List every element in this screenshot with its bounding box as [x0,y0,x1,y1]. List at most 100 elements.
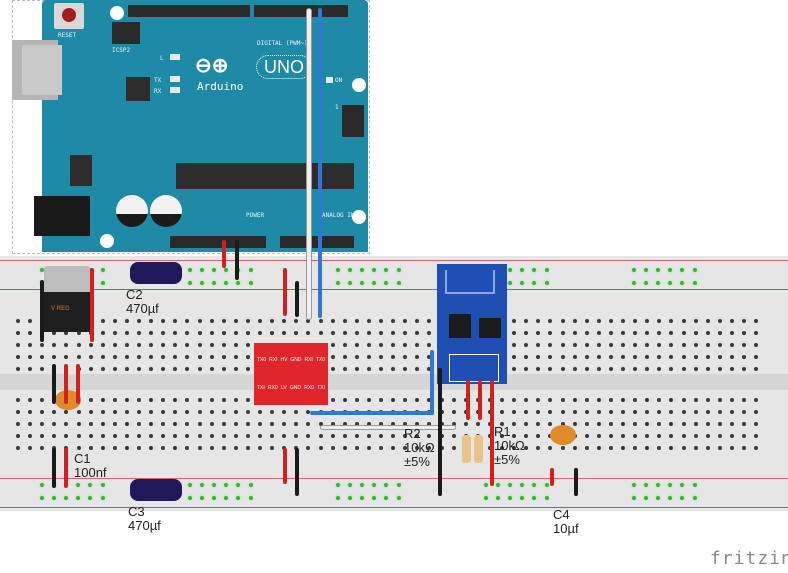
breadboard-hole[interactable] [645,446,650,450]
esp8266-module[interactable] [437,264,507,384]
breadboard-hole[interactable] [100,434,105,438]
breadboard-hole[interactable] [621,355,625,359]
breadboard-hole[interactable] [16,367,20,371]
breadboard-hole[interactable] [348,281,353,285]
breadboard-hole[interactable] [633,446,638,450]
breadboard-hole[interactable] [52,331,57,335]
wire-blue-esp-rx-v[interactable] [430,350,434,415]
breadboard-hole[interactable] [112,343,117,347]
wire-red-5v[interactable] [222,240,226,268]
reset-button[interactable] [54,3,84,29]
breadboard-hole[interactable] [633,319,638,323]
breadboard-hole[interactable] [88,355,93,359]
breadboard-hole[interactable] [524,367,529,371]
breadboard-hole[interactable] [608,398,613,402]
breadboard-hole[interactable] [693,446,698,450]
capacitor-c3[interactable] [130,479,182,501]
breadboard-hole[interactable] [669,343,674,347]
breadboard-hole[interactable] [360,281,365,285]
breadboard-hole[interactable] [16,398,20,402]
breadboard-hole[interactable] [512,355,517,359]
breadboard-hole[interactable] [76,355,81,359]
breadboard-hole[interactable] [584,355,589,359]
breadboard-hole[interactable] [233,434,238,438]
breadboard-hole[interactable] [149,367,154,371]
breadboard-hole[interactable] [536,446,541,450]
breadboard-hole[interactable] [524,343,529,347]
wire-blue-esp-rx[interactable] [310,411,434,415]
breadboard-hole[interactable] [16,343,20,347]
breadboard-hole[interactable] [532,281,537,285]
breadboard-hole[interactable] [584,367,589,371]
breadboard-hole[interactable] [596,319,601,323]
breadboard-hole[interactable] [185,434,190,438]
breadboard-hole[interactable] [137,367,141,371]
breadboard-hole[interactable] [137,355,141,359]
breadboard-hole[interactable] [40,268,44,272]
breadboard-hole[interactable] [379,446,383,450]
breadboard-hole[interactable] [403,367,408,371]
breadboard-hole[interactable] [40,483,44,487]
breadboard-hole[interactable] [197,422,202,426]
breadboard-hole[interactable] [403,343,408,347]
breadboard-hole[interactable] [729,343,734,347]
breadboard-hole[interactable] [330,355,335,359]
breadboard-hole[interactable] [572,331,577,335]
breadboard-hole[interactable] [657,367,662,371]
breadboard-hole[interactable] [330,398,335,402]
breadboard-hole[interactable] [693,331,698,335]
breadboard-hole[interactable] [224,281,229,285]
breadboard-hole[interactable] [342,367,347,371]
breadboard-hole[interactable] [754,355,759,359]
breadboard-hole[interactable] [608,446,613,450]
breadboard-hole[interactable] [705,331,710,335]
breadboard-hole[interactable] [137,331,141,335]
breadboard-hole[interactable] [64,434,69,438]
breadboard-hole[interactable] [500,398,504,402]
breadboard-hole[interactable] [100,483,105,487]
breadboard-hole[interactable] [717,343,722,347]
breadboard-hole[interactable] [258,446,262,450]
breadboard-hole[interactable] [366,446,371,450]
breadboard-hole[interactable] [100,268,105,272]
breadboard-hole[interactable] [754,319,759,323]
breadboard-hole[interactable] [112,446,117,450]
breadboard-hole[interactable] [209,319,214,323]
breadboard-hole[interactable] [88,422,93,426]
breadboard-hole[interactable] [536,367,541,371]
breadboard-hole[interactable] [354,319,359,323]
breadboard-hole[interactable] [391,331,396,335]
breadboard-hole[interactable] [318,446,323,450]
breadboard-hole[interactable] [52,410,57,414]
breadboard-hole[interactable] [372,483,377,487]
breadboard-hole[interactable] [717,410,722,414]
breadboard-hole[interactable] [64,343,69,347]
breadboard-hole[interactable] [548,398,553,402]
breadboard-hole[interactable] [354,343,359,347]
breadboard-hole[interactable] [330,446,335,450]
breadboard-hole[interactable] [16,434,20,438]
breadboard-hole[interactable] [40,398,45,402]
breadboard-hole[interactable] [524,422,529,426]
breadboard-hole[interactable] [548,410,553,414]
breadboard-hole[interactable] [427,422,432,426]
breadboard-hole[interactable] [524,434,529,438]
breadboard-hole[interactable] [40,410,45,414]
breadboard-hole[interactable] [742,355,746,359]
breadboard-hole[interactable] [112,319,117,323]
breadboard-hole[interactable] [200,268,205,272]
breadboard-hole[interactable] [644,496,649,500]
breadboard-hole[interactable] [372,496,377,500]
breadboard-hole[interactable] [137,398,141,402]
breadboard-hole[interactable] [669,355,674,359]
wire-red-c1-mid[interactable] [64,364,68,404]
breadboard-hole[interactable] [391,398,396,402]
breadboard-hole[interactable] [161,367,166,371]
breadboard-hole[interactable] [524,355,529,359]
wire-red-esp-ch[interactable] [466,380,470,420]
breadboard-hole[interactable] [28,331,33,335]
breadboard-hole[interactable] [754,446,759,450]
breadboard-hole[interactable] [584,398,589,402]
breadboard-hole[interactable] [584,422,589,426]
breadboard-hole[interactable] [348,268,353,272]
